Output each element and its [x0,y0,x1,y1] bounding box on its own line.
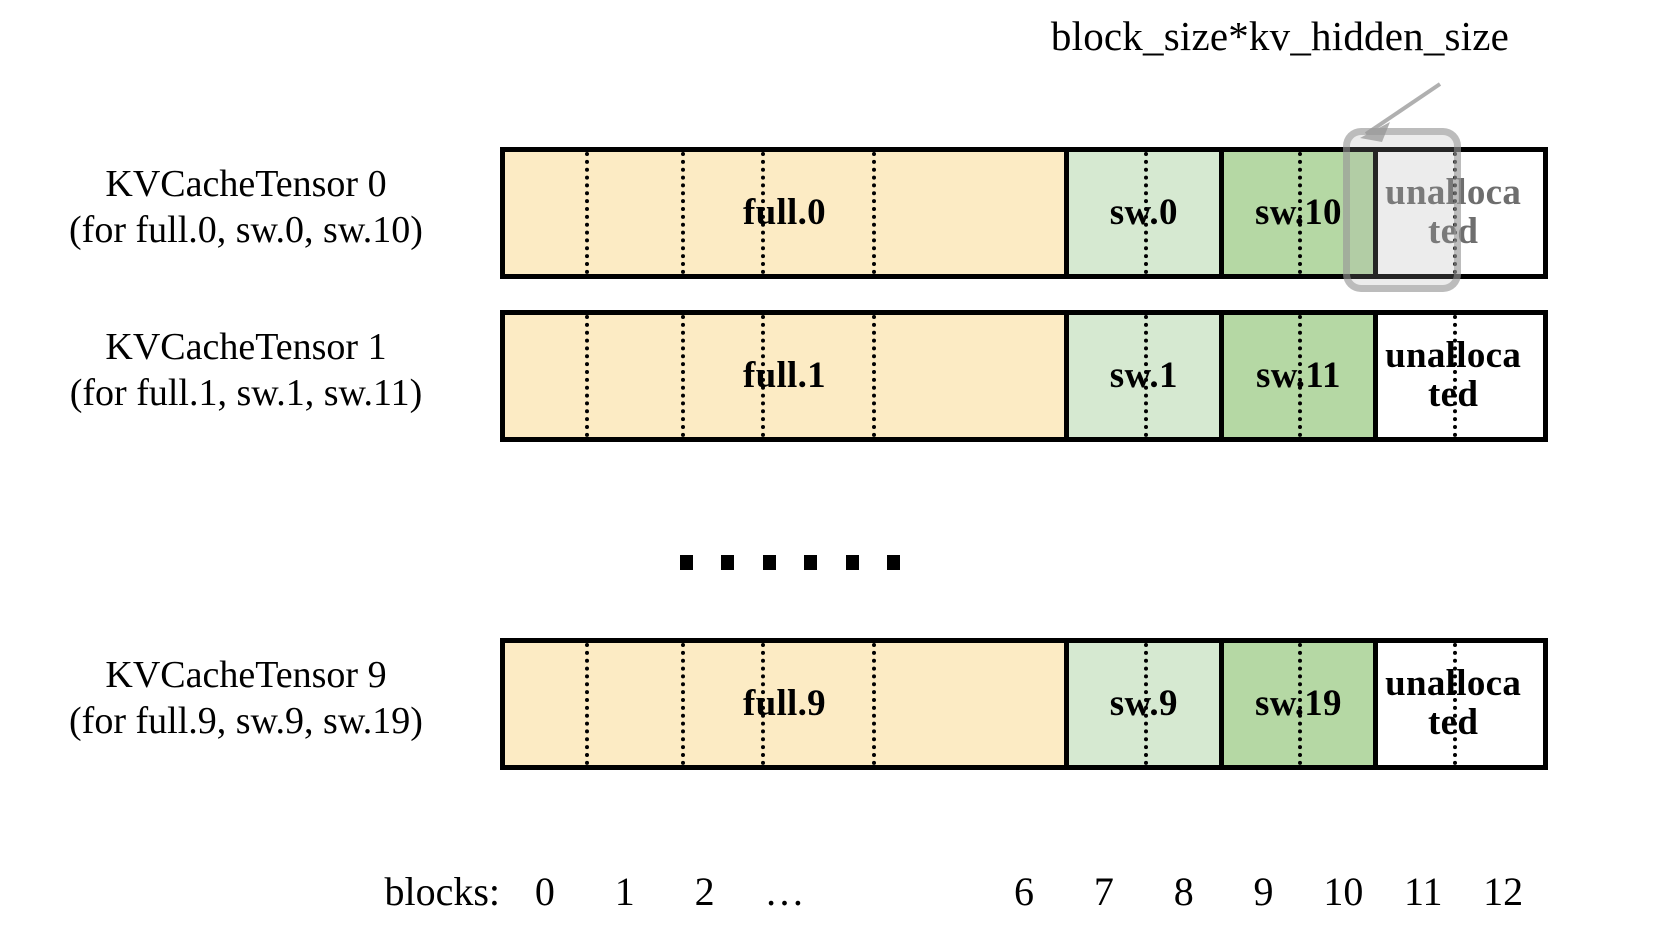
axis-tick-9: 9 [1253,869,1274,914]
axis-tick-8: 8 [1173,869,1194,914]
ellipsis-dot [845,554,859,570]
axis-title: blocks: [384,869,500,914]
row-subtitle: (for full.1, sw.1, sw.11) [69,372,423,415]
sw-light-segment-label: sw.9 [1109,683,1178,725]
ellipsis-dot [762,554,776,570]
ellipsis-dot [886,554,900,570]
block-divider [872,643,877,765]
label-line: ted [1428,211,1479,252]
axis-tick-11: 11 [1403,869,1443,914]
sw-light-segment[interactable]: sw.9 [1063,643,1219,765]
ellipsis-dot [721,554,735,570]
axis-tick-ellipsis: … [764,869,805,914]
full-segment[interactable]: full.0 [505,152,1064,274]
row-subtitle: (for full.0, sw.0, sw.10) [69,209,423,252]
sw-light-segment-label: sw.0 [1109,192,1178,234]
sw-light-segment-label: sw.1 [1109,355,1178,397]
block-divider [1143,152,1148,274]
axis-tick-10: 10 [1323,869,1364,914]
axis-tick-0: 0 [534,869,555,914]
block-divider [1453,643,1458,765]
block-divider [1298,315,1303,437]
full-segment-label: full.9 [742,683,826,725]
full-segment-label: full.1 [742,355,826,397]
sw-dark-segment-label: sw.11 [1256,355,1341,397]
label-line: ted [1428,374,1479,415]
block-divider [584,643,589,765]
axis-tick-2: 2 [694,869,715,914]
block-divider [1298,152,1303,274]
block-divider [1143,643,1148,765]
block-divider [1143,315,1148,437]
axis-tick-6: 6 [1014,869,1034,914]
row-title: KVCacheTensor 9 [105,654,387,696]
label-line: ted [1428,702,1479,743]
label-line: unalloca [1385,663,1522,705]
block-divider [760,315,765,437]
sw-dark-segment-label: sw.10 [1255,192,1342,234]
row-subtitle: (for full.9, sw.9, sw.19) [69,700,423,743]
row-label-kvcachetensor-9: KVCacheTensor 9(for full.9, sw.9, sw.19) [0,652,492,745]
block-divider [1298,643,1303,765]
ellipsis-dot [680,554,693,570]
full-segment-label: full.0 [742,192,826,234]
ellipsis-dot [804,554,818,570]
block-divider [1453,315,1458,437]
axis-tick-1: 1 [614,869,635,914]
axis-tick-7: 7 [1093,869,1114,914]
row-label-kvcachetensor-0: KVCacheTensor 0(for full.0, sw.0, sw.10) [0,161,492,254]
label-line: unalloca [1385,335,1522,377]
sw-dark-segment[interactable]: sw.11 [1218,315,1374,437]
block-divider [680,315,685,437]
sw-dark-segment[interactable]: sw.19 [1218,643,1374,765]
sw-light-segment[interactable]: sw.0 [1063,152,1219,274]
block-divider [872,152,877,274]
vertical-ellipsis [680,540,900,584]
annotation-label: block_size*kv_hidden_size [1050,13,1510,59]
block-divider [872,315,877,437]
block-divider [760,643,765,765]
block-highlight-box [1343,128,1461,292]
block-divider [680,643,685,765]
label-line: unalloca [1385,172,1522,214]
block-divider [584,152,589,274]
full-segment[interactable]: full.1 [505,315,1064,437]
block-divider [584,315,589,437]
row-label-kvcachetensor-1: KVCacheTensor 1(for full.1, sw.1, sw.11) [0,324,492,417]
block-divider [680,152,685,274]
full-segment[interactable]: full.9 [505,643,1064,765]
row-title: KVCacheTensor 1 [105,326,387,368]
axis-tick-12: 12 [1483,869,1524,914]
block-divider [760,152,765,274]
sw-dark-segment-label: sw.19 [1255,683,1342,725]
row-title: KVCacheTensor 0 [105,163,387,205]
sw-light-segment[interactable]: sw.1 [1063,315,1219,437]
